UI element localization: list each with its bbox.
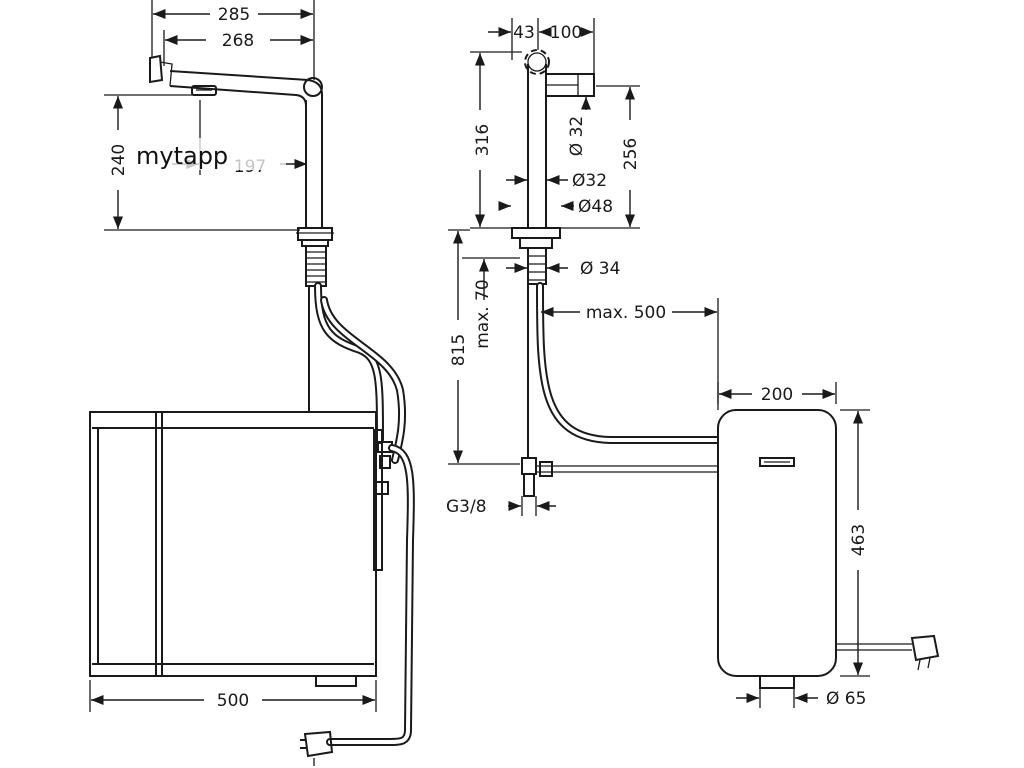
dim-815-label: 815 (449, 334, 469, 366)
dim-dia-48-label: Ø48 (578, 197, 613, 217)
side-pipes (521, 282, 722, 497)
mytapp-logo: mytapp (134, 138, 286, 170)
side-dimensions: 43 100 316 256 Ø 32 Ø32 Ø48 Ø 34 (446, 18, 870, 709)
front-view: 285 268 240 197 500 mytapp (89, 0, 415, 766)
dim-500-box-label: 500 (217, 691, 249, 711)
dim-268-label: 268 (222, 31, 254, 51)
dim-316-label: 316 (473, 124, 493, 156)
dim-dia-32-body-label: Ø32 (572, 171, 607, 191)
dim-dia-65-label: Ø 65 (826, 689, 866, 709)
side-boiler (717, 409, 940, 689)
front-dimensions: 285 268 240 197 500 (89, 0, 377, 712)
dim-max-500-label: max. 500 (586, 303, 666, 323)
front-spout (149, 54, 323, 107)
front-fittings (300, 441, 415, 766)
side-view: 43 100 316 256 Ø 32 Ø32 Ø48 Ø 34 (446, 18, 940, 709)
logo-text: mytapp (136, 142, 228, 170)
front-boiler-box (89, 411, 383, 687)
dim-240-label: 240 (109, 144, 129, 176)
dim-max-70-label: max. 70 (473, 279, 493, 348)
dim-285-label: 285 (218, 5, 250, 25)
dim-g38-label: G3/8 (446, 497, 487, 517)
front-hoses (308, 282, 407, 464)
dim-256-label: 256 (621, 138, 641, 170)
side-tap (511, 49, 595, 285)
dim-100-label: 100 (550, 23, 582, 43)
dim-dia-34-label: Ø 34 (580, 259, 620, 279)
dim-463-label: 463 (849, 524, 869, 556)
dim-dia-32-spout-label: Ø 32 (567, 116, 587, 156)
dim-43-label: 43 (513, 23, 535, 43)
dim-200-label: 200 (761, 385, 793, 405)
front-tap-body (296, 96, 334, 287)
